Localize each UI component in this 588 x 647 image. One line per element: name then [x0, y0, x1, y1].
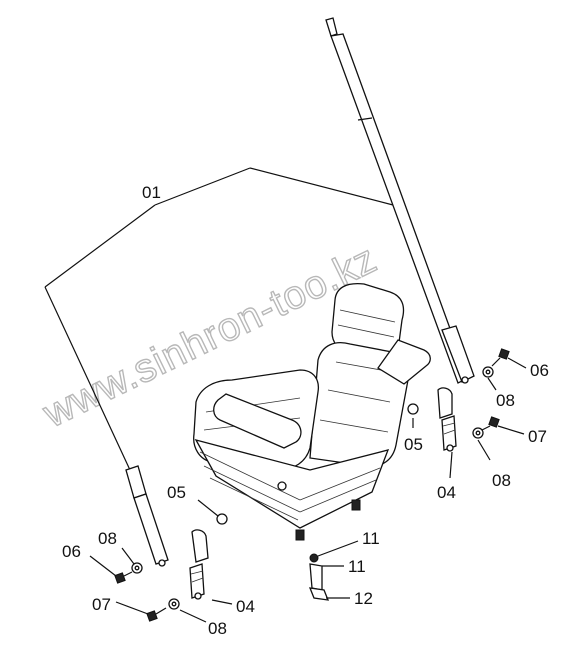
callout-08-right-top: 08: [496, 391, 515, 410]
bolt-07-right: [481, 416, 500, 431]
callout-05-right: 05: [404, 435, 423, 454]
spacer-05-left: [216, 513, 228, 525]
callout-12: 12: [354, 589, 373, 608]
callout-01-bracket: [44, 167, 394, 471]
callout-11-top: 11: [362, 529, 380, 548]
shoulder-belt-upper: [325, 17, 475, 384]
callout-04-left: 04: [236, 597, 255, 616]
callout-01: 01: [142, 183, 161, 202]
washer-08-right-bottom: [472, 427, 484, 439]
seat-belt-left-strap: [125, 465, 169, 567]
buckle-right: [437, 387, 457, 452]
buckle-left: [189, 529, 209, 600]
callout-06-left: 06: [62, 542, 81, 561]
spacer-05-right: [407, 403, 419, 415]
callout-08-right-bottom: 08: [492, 471, 511, 490]
callout-07-left: 07: [92, 595, 111, 614]
callout-06-right: 06: [530, 361, 549, 380]
callout-11-bottom: 11: [348, 557, 366, 576]
callout-04-right: 04: [437, 483, 456, 502]
operator-seat: [193, 282, 431, 541]
callout-05-left: 05: [167, 483, 186, 502]
washer-08-left-top: [131, 562, 143, 574]
washer-08-right-top: [482, 366, 494, 378]
washer-08-left-bottom: [168, 598, 180, 610]
callout-07-right: 07: [528, 427, 547, 446]
bolt-07-left: [146, 607, 167, 622]
bolt-06-left: [114, 571, 133, 584]
callout-08-left-bottom: 08: [208, 619, 227, 638]
leader-lines: [89, 357, 527, 623]
bolt-06-right: [491, 348, 510, 367]
lever-bracket-11-12: [308, 553, 330, 601]
callout-08-left-top: 08: [98, 529, 117, 548]
